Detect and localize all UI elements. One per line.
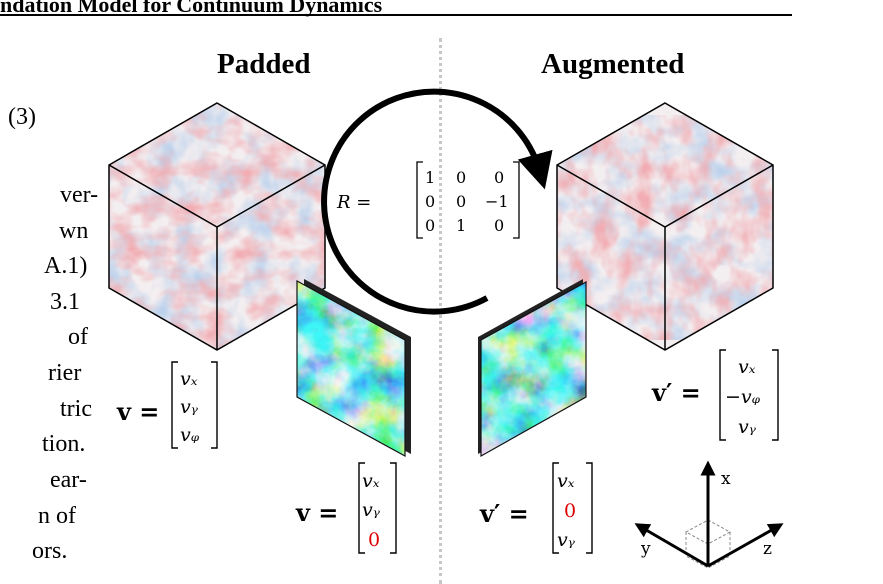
augmented-slice — [478, 279, 587, 458]
vector-component: vᵧ — [738, 416, 757, 438]
matrix-cell: 0 — [494, 168, 504, 187]
rotation-arrow — [321, 88, 553, 315]
equation-number: (3) — [8, 104, 36, 130]
padded-cube — [108, 102, 326, 351]
matrix-cell: −1 — [485, 192, 509, 211]
vector-component: vᵩ — [180, 424, 200, 446]
matrix-cell: 0 — [456, 168, 466, 187]
y-axis-label: y — [640, 539, 651, 559]
y-axis-arrow — [634, 523, 709, 568]
body-text-line: n of — [38, 503, 76, 529]
body-text-line: ear- — [50, 467, 87, 493]
vector-right-3d: v′ = vₓ −vᵩ vᵧ — [651, 349, 779, 441]
augmented-cube — [556, 102, 774, 351]
vector-label: v′ = — [479, 499, 529, 528]
section-header-title: ndation Model for Continuum Dynamics — [0, 0, 383, 17]
body-text-line: tion. — [42, 431, 86, 457]
vector-component: vₓ — [557, 470, 575, 492]
matrix-cell: 0 — [425, 192, 435, 211]
vector-component: vₓ — [362, 470, 380, 492]
vector-left-2d: v = vₓ vᵧ 0 — [295, 462, 397, 554]
z-axis-arrow — [707, 523, 784, 568]
vector-right-2d: v′ = vₓ 0 vᵧ — [479, 462, 593, 554]
matrix-cell: 0 — [494, 216, 504, 235]
body-text-line: rier — [48, 360, 82, 386]
vector-component: −vᵩ — [725, 386, 761, 408]
axes-indicator: x y z — [634, 460, 784, 569]
matrix-cell: 1 — [456, 216, 466, 235]
vector-component: vᵧ — [557, 529, 576, 551]
matrix-cell: 0 — [456, 192, 466, 211]
rotation-matrix: R = 1 0 0 0 0 −1 0 1 0 — [336, 161, 520, 239]
body-text-line: tric — [60, 396, 92, 422]
body-text-line: A.1) — [44, 253, 88, 279]
rotation-label: R = — [336, 192, 371, 213]
vector-component: vₓ — [180, 368, 198, 390]
body-text-line: wn — [59, 218, 89, 244]
z-axis-label: z — [763, 539, 772, 559]
vector-zero-component: 0 — [368, 529, 380, 551]
vector-zero-component: 0 — [564, 500, 576, 522]
vector-left-3d: v = vₓ vᵧ vᵩ — [116, 361, 218, 449]
x-axis-label: x — [721, 469, 731, 489]
vector-label: v′ = — [651, 378, 701, 407]
body-text-line: ver- — [60, 182, 99, 208]
matrix-cell: 0 — [425, 216, 435, 235]
vector-component: vᵧ — [362, 499, 381, 521]
vector-component: vᵧ — [180, 396, 199, 418]
header-rule — [0, 14, 792, 16]
matrix-cell: 1 — [425, 168, 435, 187]
padded-title: Padded — [217, 48, 311, 80]
vector-label: v = — [116, 397, 159, 426]
augmented-title: Augmented — [541, 48, 685, 80]
vector-component: vₓ — [738, 356, 756, 378]
vector-label: v = — [295, 498, 338, 527]
body-text-line: ors. — [32, 538, 68, 564]
body-text-line: of — [68, 324, 88, 350]
body-text-line: 3.1 — [50, 289, 80, 315]
